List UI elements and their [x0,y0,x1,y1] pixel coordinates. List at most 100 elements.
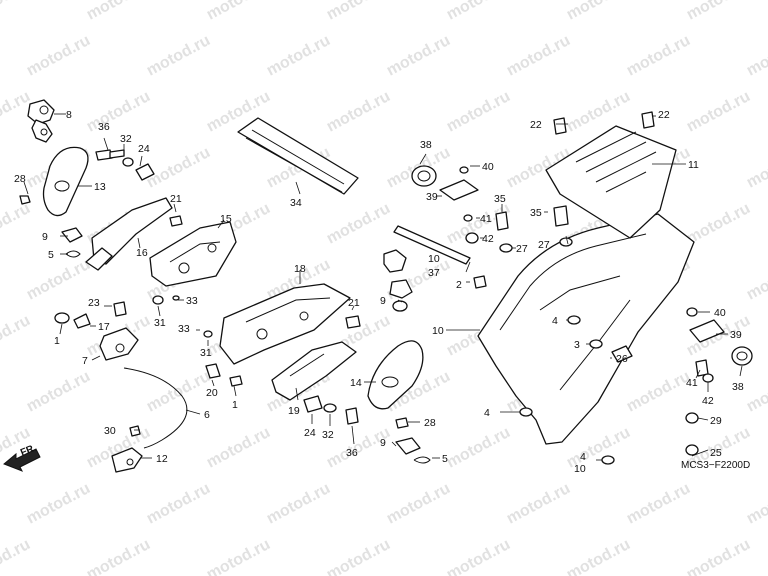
watermark-text: motod.ru [444,0,513,24]
right-bracket-parts [685,307,753,456]
callout-number: 24 [138,143,150,155]
clip-part [61,227,83,243]
callout-number: 10 [574,463,586,475]
watermark-text: motod.ru [24,32,93,80]
leader-lines [23,113,743,461]
callout-number: 32 [322,429,334,441]
watermark-text: motod.ru [744,368,768,416]
callout-number: 18 [294,263,306,275]
bolt-22-left-part [553,117,567,135]
watermark-text: motod.ru [444,536,513,576]
watermark-text: motod.ru [684,88,753,136]
watermark-text: motod.ru [744,256,768,304]
callout-number: 36 [98,121,110,133]
callout-number: 4 [580,451,586,463]
callout-number: 12 [156,453,168,465]
callout-number: 17 [98,321,110,333]
watermark-text: motod.ru [684,200,753,248]
callout-number: 20 [206,387,218,399]
watermark-text: motod.ru [264,32,333,80]
washer-27-part [559,237,573,247]
cable-end-parts [111,425,143,473]
callout-number: 39 [730,329,742,341]
grommet-bracket-part [411,165,513,253]
callout-number: 39 [426,191,438,203]
callout-number: 10 [432,325,444,337]
seat-latch-part [85,197,237,287]
callout-number: 28 [424,417,436,429]
callout-number: 35 [530,207,542,219]
bolt-set-top [95,149,155,181]
watermark-text: motod.ru [264,480,333,528]
callout-number: 11 [688,159,699,171]
watermark-text: motod.ru [24,368,93,416]
watermark-text: motod.ru [564,536,633,576]
center-small-parts [152,295,361,425]
watermark-text: motod.ru [204,0,273,24]
callout-number: 3 [574,339,580,351]
watermark-text: motod.ru [504,480,573,528]
callout-number: 4 [484,407,490,419]
front-arrow-icon [3,448,41,472]
watermark-text: motod.ru [324,88,393,136]
callout-number: 5 [442,453,448,465]
watermark-text: motod.ru [144,144,213,192]
bolt-35-part [553,205,569,227]
watermark-text: motod.ru [204,536,273,576]
callout-number: 36 [346,447,358,459]
callout-number: 10 [428,253,440,265]
callout-number: 30 [104,425,116,437]
watermark-text: motod.ru [744,144,768,192]
key-cylinder-part [383,249,413,312]
callout-number: 7 [82,355,88,367]
watermark-text: motod.ru [624,32,693,80]
callout-labels: 8132895363224211516231717630123133333120… [14,109,744,475]
watermark-text: motod.ru [504,32,573,80]
watermark-text: motod.ru [444,88,513,136]
watermark-text: motod.ru [324,200,393,248]
rod-part [393,225,471,265]
watermark-text: motod.ru [564,0,633,24]
watermark-text: motod.ru [0,536,33,576]
seat-bracket-part [219,283,351,365]
callout-number: 1 [232,399,238,411]
callout-number: 2 [456,279,462,291]
callout-number: 19 [288,405,300,417]
callout-number: 26 [616,353,628,365]
watermark-text: motod.ru [204,424,273,472]
watermark-text: motod.ru [324,536,393,576]
callout-number: 33 [186,295,198,307]
callout-number: 22 [658,109,670,121]
callout-number: 32 [120,133,132,145]
watermark-text: motod.ru [84,536,153,576]
screw-28-mid-part [395,417,409,429]
callout-number: 21 [170,193,182,205]
watermark-text: motod.ru [624,368,693,416]
callout-number: 9 [380,295,386,307]
grab-rail-part [477,213,695,465]
callout-number: 31 [200,347,212,359]
front-direction-marker: FR. [3,442,41,472]
key-lock-part [27,99,55,143]
callout-number: 21 [348,297,360,309]
seat-latch-lower-part [271,341,357,401]
watermark-text: motod.ru [84,88,153,136]
watermark-text: motod.ru [684,536,753,576]
handle-cover-part [367,340,424,410]
watermark-text: motod.ru [0,0,33,24]
callout-number: 15 [220,213,232,225]
watermark-text: motod.ru [684,0,753,24]
callout-number: 34 [290,197,302,209]
seat-cover-part [42,146,89,217]
callout-number: 4 [552,315,558,327]
callout-number: 42 [482,233,494,245]
callout-number: 27 [516,243,528,255]
callout-number: 6 [204,409,210,421]
callout-number: 42 [702,395,714,407]
watermark-text: motod.ru [384,32,453,80]
callout-number: 38 [732,381,744,393]
screw-28-part [19,195,31,205]
callout-number: 28 [14,173,26,185]
callout-number: 9 [380,437,386,449]
callout-number: 33 [178,323,190,335]
